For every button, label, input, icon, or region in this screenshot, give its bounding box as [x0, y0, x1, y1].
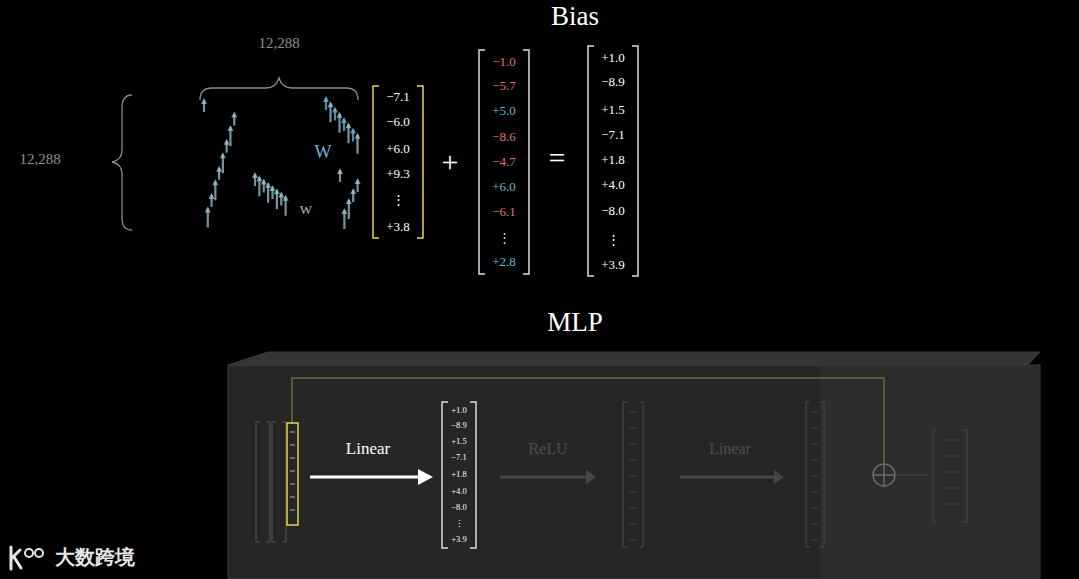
- vector-entry: −6.1: [478, 204, 530, 220]
- weight-glyph-head: [346, 122, 352, 128]
- weight-glyph-head: [270, 185, 276, 191]
- weight-glyph-head: [220, 152, 226, 158]
- weight-glyph-head: [227, 125, 233, 131]
- vector-entry: +3.9: [441, 534, 477, 544]
- vector-entry: −5.7: [478, 78, 530, 94]
- vector-entry: −8.0: [587, 203, 639, 219]
- weight-glyph-head: [328, 101, 334, 107]
- weight-glyph-head: [274, 188, 280, 194]
- watermark-logo: [6, 543, 46, 573]
- vector: +1.0 −8.9 +1.5 −7.1 +1.8 +4.0 −8.0 ⋮ +3.9: [441, 402, 477, 548]
- vector-bracket: [372, 86, 424, 238]
- watermark: 大数跨境: [35, 546, 155, 568]
- weight-glyph-head: [256, 175, 262, 181]
- vector-entry: +4.0: [441, 486, 477, 496]
- weight-glyph-head: [341, 117, 347, 123]
- weight-symbol: W: [263, 143, 383, 163]
- vector: +1.0 −8.9 +1.5 −7.1 +1.8 +4.0 −8.0 ⋮ +3.9: [587, 46, 639, 276]
- weight-glyph-head: [355, 133, 361, 139]
- vector-entry: +3.8: [372, 219, 424, 235]
- vector-entry: +9.3: [372, 166, 424, 182]
- vector-entry: +1.8: [441, 469, 477, 479]
- operator: +: [390, 145, 510, 178]
- vector-entry: +1.8: [587, 152, 639, 168]
- weight-glyph-head: [283, 195, 289, 201]
- weight-glyph-head: [341, 208, 347, 214]
- mlp-block: MLP+1.0−8.9+1.5−7.1+1.8+4.0−8.0⋮+3.9: [228, 352, 1040, 579]
- vector-entry: −8.9: [441, 420, 477, 430]
- vector-entry: +1.5: [441, 436, 477, 446]
- dimension: 12,288: [219, 35, 339, 52]
- vector-entry: −8.6: [478, 129, 530, 145]
- vector-entry: −7.1: [587, 127, 639, 143]
- operator: =: [497, 141, 617, 174]
- weight-glyph-head: [278, 192, 284, 198]
- weight-glyph-head: [350, 128, 356, 134]
- weight-glyph-head: [261, 179, 267, 185]
- vector-entry: −4.7: [478, 154, 530, 170]
- vector-entry: −7.1: [441, 452, 477, 462]
- vector-entry: ⋮: [372, 192, 424, 208]
- weight-glyph-head: [216, 166, 222, 172]
- weight-glyph-head: [212, 179, 218, 185]
- vector-entry: +6.0: [372, 141, 424, 157]
- weight-glyph-head: [323, 96, 329, 102]
- weight-glyph-head: [346, 198, 352, 204]
- layer-label: Linear: [308, 440, 428, 459]
- vector-entry: −8.9: [587, 74, 639, 90]
- dimension: 12,288: [0, 151, 100, 168]
- layer-label: ReLU: [488, 440, 608, 458]
- weight-glyph-head: [252, 172, 258, 178]
- block-heading: MLP: [535, 308, 615, 338]
- weight-glyph-head: [350, 188, 356, 194]
- vector-entry: +3.9: [587, 257, 639, 273]
- weight-glyph-head: [265, 182, 271, 188]
- weight-glyph-head: [205, 206, 211, 212]
- vector-entry: +4.0: [587, 177, 639, 193]
- mlp-box-shape: [228, 352, 1040, 579]
- vector-entry: ⋮: [478, 230, 530, 246]
- weight-glyph-head: [209, 193, 215, 199]
- weight-glyph-head: [337, 112, 343, 118]
- layer-label: Linear: [670, 440, 790, 458]
- weight-glyph-head: [337, 168, 343, 174]
- weight-glyph-head: [224, 139, 230, 145]
- vector-entry: +5.0: [478, 103, 530, 119]
- vector-entry: −6.0: [372, 114, 424, 130]
- weight-glyph-head: [355, 178, 361, 184]
- weight-glyphs: [201, 96, 361, 229]
- weight-glyph-head: [231, 112, 237, 118]
- vector: −1.0 −5.7 +5.0 −8.6 −4.7 +6.0 −6.1 ⋮ +2.8: [478, 50, 530, 274]
- vector-entry: +6.0: [478, 179, 530, 195]
- vector-entry: +1.0: [587, 50, 639, 66]
- vector-entry: +1.0: [441, 405, 477, 415]
- vector-entry: −1.0: [478, 54, 530, 70]
- height-brace: [112, 95, 132, 230]
- title: Bias: [475, 2, 675, 32]
- vector: −7.1 −6.0 +6.0 +9.3 ⋮ +3.8: [372, 86, 424, 238]
- weight-symbol: W: [246, 203, 366, 217]
- width-brace: [200, 78, 358, 100]
- vector-entry: +2.8: [478, 254, 530, 270]
- vector-entry: −8.0: [441, 502, 477, 512]
- vector-entry: +1.5: [587, 102, 639, 118]
- weight-glyph-head: [201, 98, 207, 104]
- vector-entry: ⋮: [441, 519, 477, 529]
- weight-glyph-head: [332, 107, 338, 113]
- vector-entry: ⋮: [587, 232, 639, 248]
- vector-entry: −7.1: [372, 89, 424, 105]
